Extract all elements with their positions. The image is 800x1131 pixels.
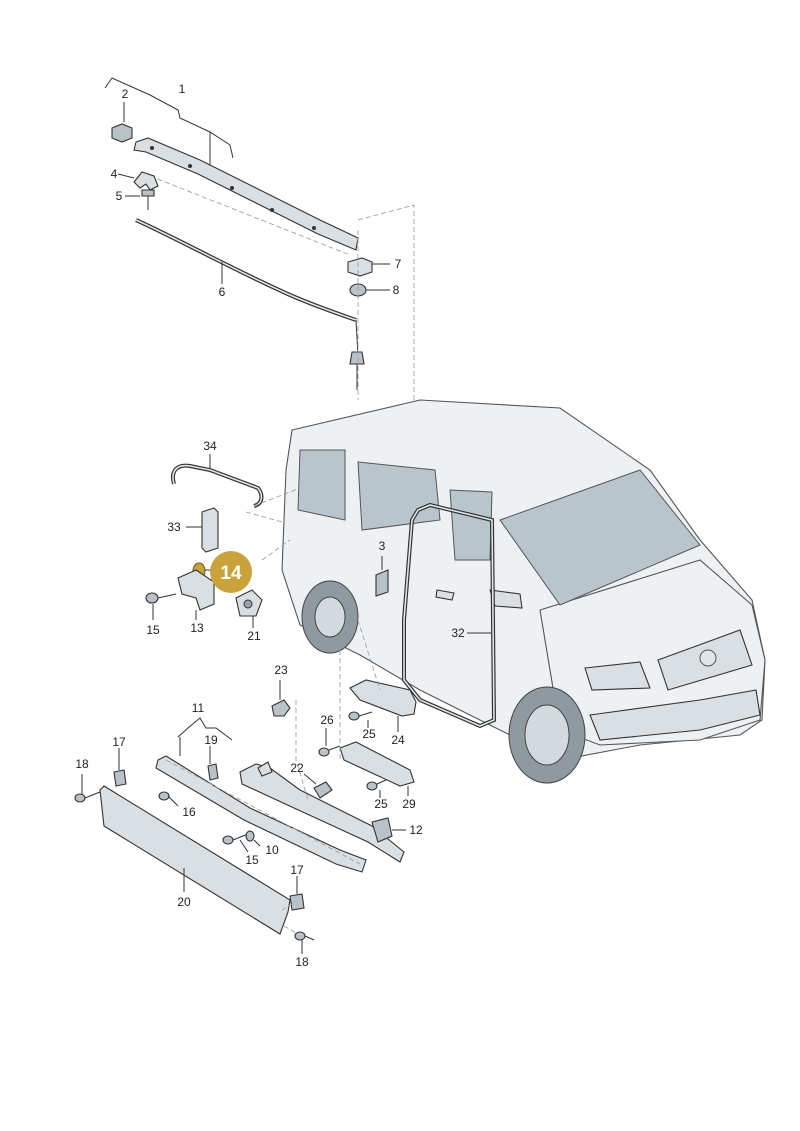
callout-18a: 18: [75, 757, 89, 771]
callout-7: 7: [395, 257, 402, 271]
callout-25b: 25: [374, 797, 388, 811]
callout-15b: 15: [245, 853, 259, 867]
part-15b-bolt: [222, 833, 249, 853]
part-19-pin: [207, 746, 219, 781]
part-lower-sill-rail: [155, 755, 367, 873]
part-4-bracket: [117, 171, 159, 191]
callout-17b: 17: [290, 863, 304, 877]
callout-13: 13: [190, 621, 204, 635]
part-15a-bolt: [145, 592, 177, 620]
part-7-clip: [347, 257, 390, 277]
part-10-washer: [245, 830, 261, 847]
part-13-hinge: [177, 569, 215, 620]
part-6-seal-strip: [135, 218, 365, 390]
callout-18b: 18: [295, 955, 309, 969]
part-17b-clip: [281, 876, 305, 911]
callout-17a: 17: [112, 735, 126, 749]
callout-26: 26: [320, 713, 334, 727]
callout-29: 29: [402, 797, 416, 811]
part-23-clip: [271, 680, 291, 717]
highlight-label: 14: [220, 563, 242, 584]
callout-16: 16: [182, 805, 196, 819]
callout-12: 12: [409, 823, 423, 837]
part-29-rail: [339, 741, 415, 796]
bracket-group-1: [104, 77, 234, 165]
bracket-group-11: [177, 717, 233, 756]
callout-20: 20: [177, 895, 191, 909]
part-17a-clip: [113, 748, 127, 787]
part-26-bolt: [318, 728, 341, 757]
callout-8: 8: [393, 283, 400, 297]
part-20-trim-panel: [99, 785, 291, 935]
part-16-clip: [158, 791, 179, 807]
callout-11: 11: [192, 701, 205, 715]
callout-3: 3: [379, 539, 386, 553]
part-18a-screw: [74, 774, 101, 803]
callout-32: 32: [451, 626, 465, 640]
part-25b-bolt: [366, 779, 387, 798]
callout-19: 19: [204, 733, 218, 747]
callout-22: 22: [290, 761, 304, 775]
part-roof-rail: [133, 137, 359, 256]
part-33-latch: [186, 507, 219, 553]
callout-14-highlight[interactable]: 14: [210, 551, 252, 593]
callout-labels: 1 2 3 4 5 6 7 8 10 11 12 13 15 15 16 17 …: [75, 82, 465, 969]
callout-33: 33: [167, 520, 181, 534]
part-22-roller: [303, 773, 333, 799]
callout-24: 24: [391, 733, 405, 747]
callout-15a: 15: [146, 623, 160, 637]
part-8-nut: [349, 283, 390, 297]
part-12-guide-rail: [239, 761, 406, 863]
callout-6: 6: [219, 285, 226, 299]
part-24-bracket: [349, 679, 417, 732]
part-2-clip: [111, 102, 133, 143]
callout-4: 4: [111, 167, 118, 181]
callout-10: 10: [265, 843, 279, 857]
callout-2: 2: [122, 87, 129, 101]
part-18b-screw: [283, 925, 315, 954]
part-21-plate: [235, 539, 291, 628]
part-32-door-seal: [402, 502, 497, 729]
part-25a-bolt: [348, 711, 373, 728]
part-3-insert: [375, 556, 389, 597]
highlight-badge: [210, 551, 252, 593]
callout-23: 23: [274, 663, 288, 677]
van-body: [281, 399, 766, 784]
callout-5: 5: [116, 189, 123, 203]
part-5-screw: [125, 189, 155, 210]
callout-1: 1: [179, 82, 186, 96]
callout-21: 21: [247, 629, 261, 643]
callout-34: 34: [203, 439, 217, 453]
part-34-seal: [171, 454, 301, 523]
callout-25a: 25: [362, 727, 376, 741]
